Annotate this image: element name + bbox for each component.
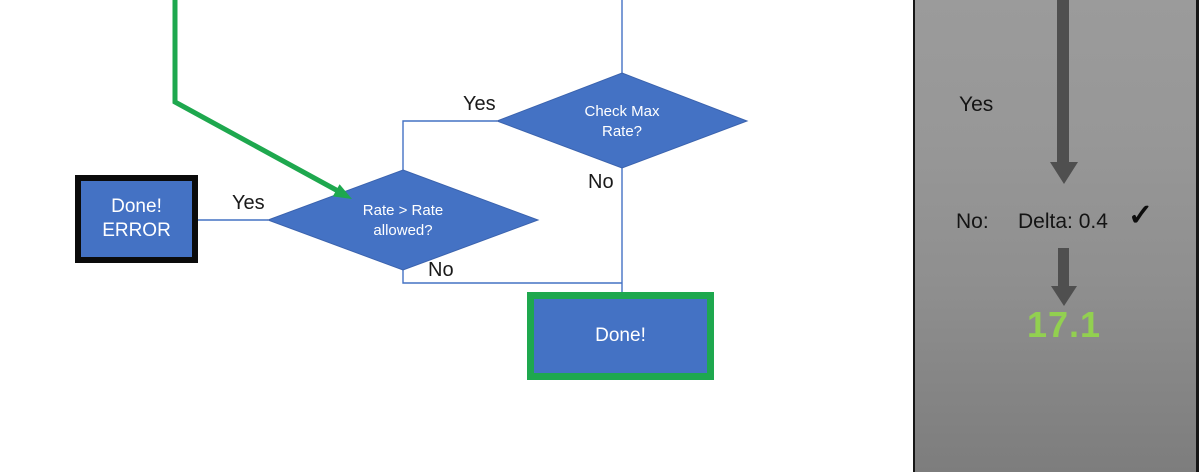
connector-check-max-yes xyxy=(402,120,497,170)
decision-check-max-rate xyxy=(495,72,749,169)
done-error-line1: Done! xyxy=(111,196,162,217)
down-arrow-icon-2 xyxy=(1058,248,1069,286)
connector-rate-no-to-done xyxy=(402,268,622,284)
rate-allowed-no-label: No xyxy=(428,259,454,281)
result-value: 17.1 xyxy=(1026,304,1102,345)
green-arrowhead-icon xyxy=(332,184,352,199)
flowchart-graphic: Check Max Rate? Rate > Rate allowed? xyxy=(172,0,749,292)
decision-rate-allowed xyxy=(266,169,540,271)
rate-allowed-yes-label: Yes xyxy=(232,192,265,214)
done-box: Done! xyxy=(527,292,714,380)
checkmark-icon: ✓ xyxy=(1128,199,1154,232)
side-panel: Yes No: Delta: 0.4 ✓ 17.1 xyxy=(913,0,1199,472)
rate-allowed-label-line2: allowed? xyxy=(373,222,432,239)
rate-allowed-label-line1: Rate > Rate xyxy=(363,202,443,219)
panel-yes-label: Yes xyxy=(959,93,994,116)
check-max-label-line2: Rate? xyxy=(602,123,642,140)
down-arrow-icon xyxy=(1057,0,1069,162)
check-max-no-label: No xyxy=(588,171,614,193)
panel-no-label: No: xyxy=(956,210,989,233)
green-flow-line xyxy=(172,0,340,194)
panel-delta-value: Delta: 0.4 xyxy=(1018,210,1108,233)
done-label: Done! xyxy=(595,325,646,346)
down-arrow-head-icon-2 xyxy=(1051,286,1077,306)
done-error-line2: ERROR xyxy=(102,220,171,241)
done-error-box: Done! ERROR xyxy=(75,175,198,263)
check-max-yes-label: Yes xyxy=(463,93,496,115)
down-arrow-head-icon xyxy=(1050,162,1078,184)
check-max-label-line1: Check Max xyxy=(584,103,660,120)
